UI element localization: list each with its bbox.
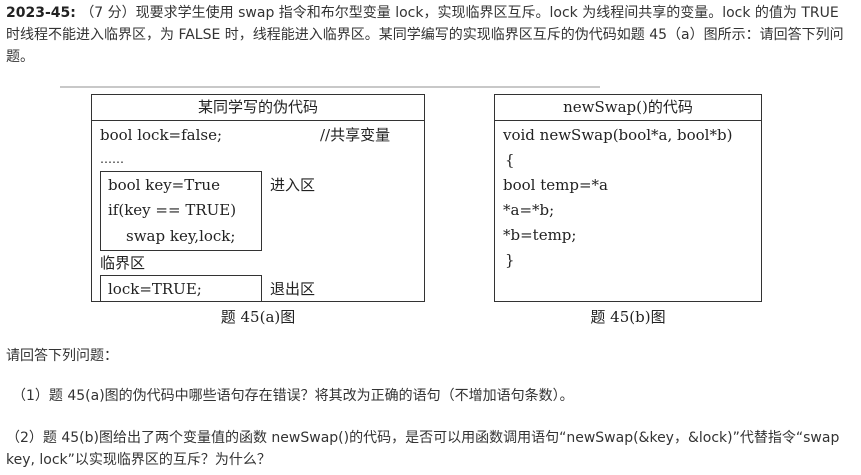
figure-b-line-1: void newSwap(bool*a, bool*b) bbox=[503, 126, 733, 144]
figure-a-entry-section-box bbox=[100, 171, 262, 251]
figure-b-line-2: { bbox=[505, 151, 515, 169]
figure-a-critical-label: 临界区 bbox=[100, 254, 146, 272]
figure-b-title: newSwap()的代码 bbox=[495, 95, 761, 121]
figure-b-line-4: *a=*b; bbox=[503, 201, 555, 219]
figure-a-entry-line-2: if(key == TRUE) bbox=[108, 201, 237, 219]
figure-b-line-5: *b=temp; bbox=[503, 226, 577, 244]
figure-b-code-box: newSwap()的代码 void newSwap(bool*a, bool*b… bbox=[494, 94, 762, 302]
question-number: 2023-45: bbox=[6, 5, 76, 21]
question-part-1: （1）题 45(a)图的伪代码中哪些语句存在错误？将其改为正确的语句（不增加语句… bbox=[12, 388, 574, 404]
figure-a-caption: 题 45(a)图 bbox=[220, 308, 296, 326]
figure-a-pseudocode-box: 某同学写的伪代码 bool lock=false; //共享变量 …… bool… bbox=[91, 94, 425, 302]
figure-a-exit-section-box bbox=[100, 275, 262, 302]
figure-a-exit-line: lock=TRUE; bbox=[108, 280, 202, 298]
question-intro-text: （7 分）现要求学生使用 swap 指令和布尔型变量 lock，实现临界区互斥。… bbox=[6, 5, 844, 65]
figure-a-comment-shared: //共享变量 bbox=[320, 126, 391, 144]
cropped-text-remnant bbox=[60, 86, 600, 88]
question-part-2: （2）题 45(b)图给出了两个变量值的函数 newSwap()的代码，是否可以… bbox=[6, 430, 840, 468]
figure-a-line-lock-decl: bool lock=false; bbox=[100, 126, 223, 144]
figure-b-line-6: } bbox=[505, 251, 515, 269]
figure-a-title: 某同学写的伪代码 bbox=[92, 95, 424, 121]
figure-b-line-3: bool temp=*a bbox=[503, 176, 608, 194]
figure-a-entry-line-1: bool key=True bbox=[108, 176, 220, 194]
figure-a-ellipsis: …… bbox=[100, 152, 124, 166]
question-intro: 2023-45: （7 分）现要求学生使用 swap 指令和布尔型变量 lock… bbox=[6, 2, 856, 68]
figure-a-exit-label: 退出区 bbox=[270, 280, 316, 298]
figure-a-entry-line-3: swap key,lock; bbox=[126, 227, 236, 245]
figure-a-entry-label: 进入区 bbox=[270, 176, 316, 194]
answer-prompt: 请回答下列问题： bbox=[6, 348, 118, 364]
figure-b-caption: 题 45(b)图 bbox=[590, 308, 666, 326]
